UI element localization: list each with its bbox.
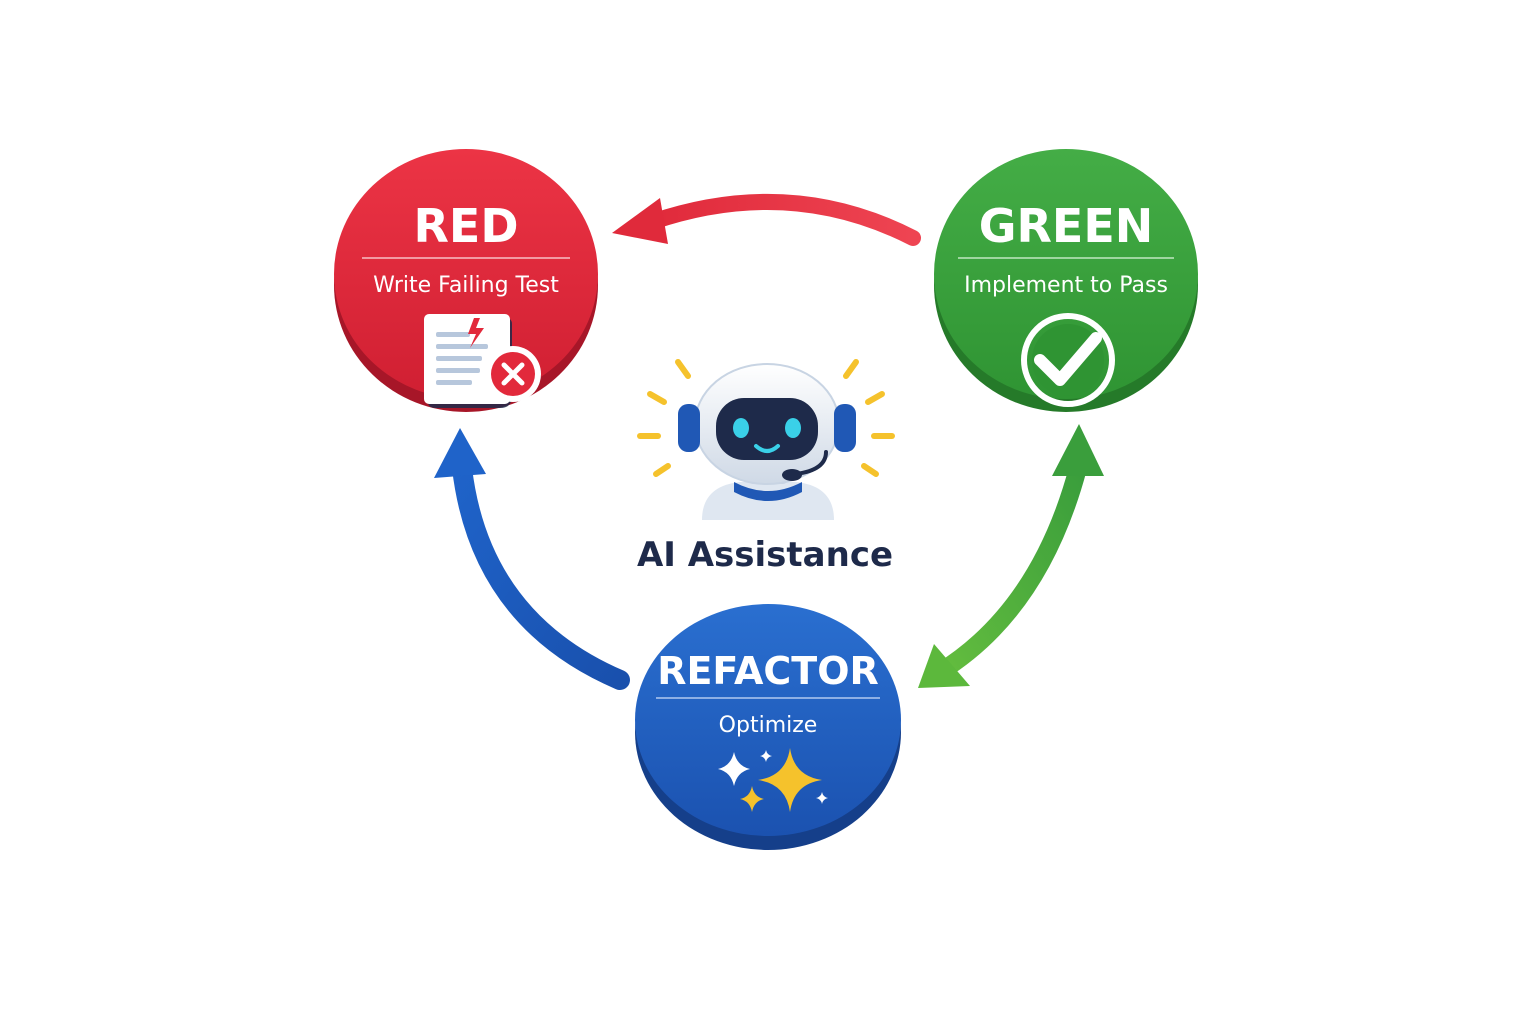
arrow-green-refactor bbox=[918, 424, 1104, 688]
red-node-title: RED bbox=[413, 199, 518, 253]
refactor-node-subtitle: Optimize bbox=[719, 713, 818, 738]
red-node-disc bbox=[334, 149, 598, 399]
red-node-subtitle: Write Failing Test bbox=[373, 273, 559, 298]
green-node-subtitle: Implement to Pass bbox=[964, 273, 1168, 298]
red-node: RED Write Failing Test bbox=[334, 149, 598, 412]
ai-assistance: AI Assistance bbox=[637, 359, 895, 575]
refactor-node-disc bbox=[635, 604, 901, 836]
arrow-green-to-red bbox=[612, 193, 921, 246]
green-node-disc bbox=[934, 149, 1198, 399]
green-node: GREEN Implement to Pass bbox=[934, 149, 1198, 412]
ai-assistance-label: AI Assistance bbox=[637, 535, 893, 575]
check-circle-icon bbox=[1021, 313, 1115, 407]
refactor-node-title: REFACTOR bbox=[657, 649, 879, 693]
robot-headset-icon bbox=[637, 359, 895, 520]
failing-test-document-icon bbox=[424, 314, 541, 408]
green-node-title: GREEN bbox=[979, 199, 1154, 253]
arrow-refactor-to-red bbox=[434, 428, 630, 690]
sparkles-icon bbox=[718, 748, 828, 812]
refactor-node: REFACTOR Optimize bbox=[635, 604, 901, 850]
